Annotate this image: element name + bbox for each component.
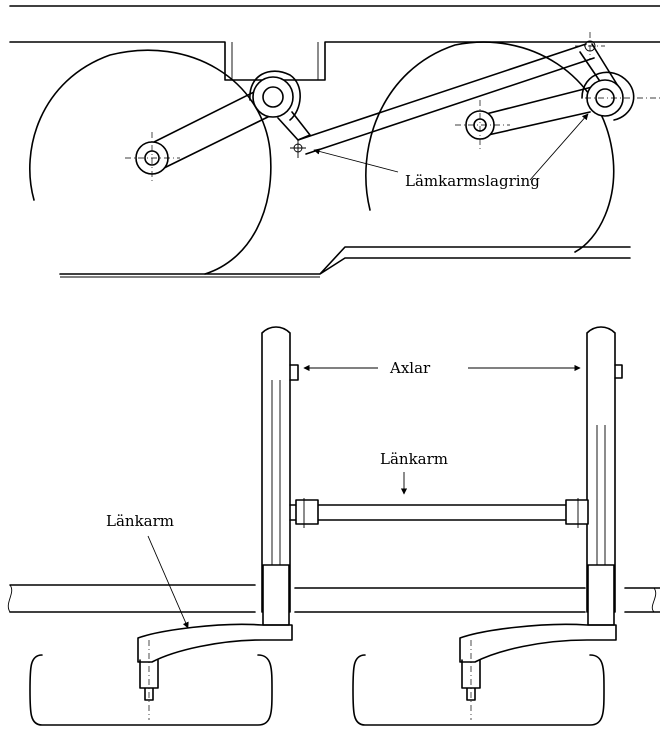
bearing-arrow-left [313, 148, 399, 173]
right-tire [352, 654, 605, 726]
right-trailing-arm [481, 84, 601, 136]
left-pivot-mount [249, 70, 301, 121]
axles-label: Axlar [389, 359, 431, 377]
left-link-arm-arrow [147, 535, 189, 629]
lower-frame [59, 246, 631, 275]
connecting-link [297, 43, 595, 155]
frame-rail [9, 584, 660, 613]
side-view: Lämkarmslagring [9, 5, 660, 278]
left-trailing-arm [141, 87, 279, 171]
left-lower-arm [137, 623, 293, 663]
center-link-arm [289, 504, 581, 521]
center-link-arm-label: Länkarm [380, 450, 448, 468]
left-wheel [29, 49, 272, 275]
left-link-arm-label: Länkarm [106, 512, 174, 530]
right-wheel [365, 41, 615, 253]
right-pivot-mount [581, 71, 635, 121]
left-tire [29, 654, 273, 726]
bearing-label: Lämkarmslagring [405, 172, 540, 190]
bearing-arrow-right [529, 113, 589, 181]
right-lower-arm [459, 623, 617, 663]
rear-view: Axlar Länkarm Länkarm [7, 326, 660, 726]
right-axle [586, 326, 616, 613]
